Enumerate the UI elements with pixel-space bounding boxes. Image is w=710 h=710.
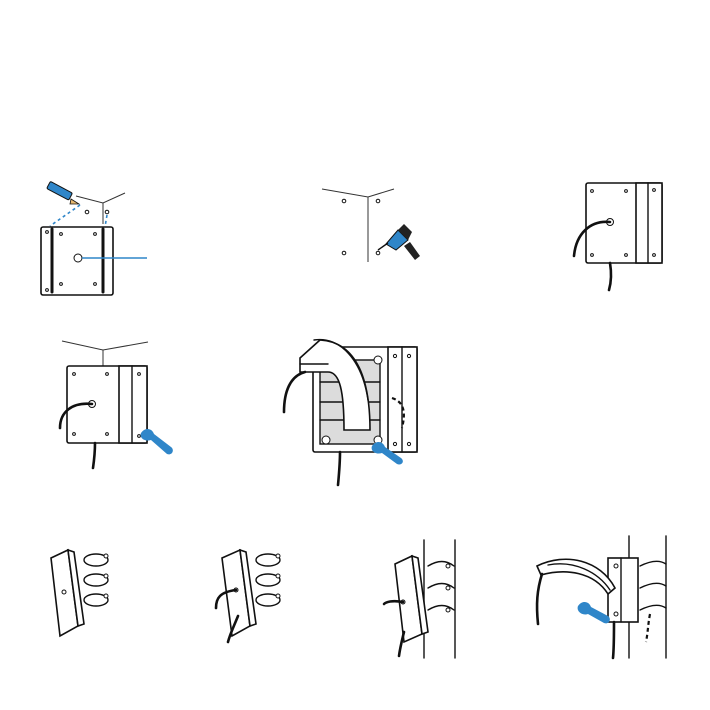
step-attach-to-pole	[384, 540, 455, 658]
pencil-icon	[47, 181, 79, 204]
drill-icon	[378, 224, 420, 260]
step-tighten-wall-plate	[60, 341, 173, 468]
step-cable-through-plate	[574, 183, 662, 290]
step-mount-arm-wall	[284, 340, 417, 485]
step-pole-bracket	[51, 550, 108, 636]
step-mark-holes-wall	[41, 181, 147, 295]
wrench-icon	[578, 602, 610, 623]
step-mount-arm-pole	[537, 536, 666, 658]
step-drill-wall	[322, 189, 420, 262]
step-pole-bracket-cable	[216, 550, 280, 642]
